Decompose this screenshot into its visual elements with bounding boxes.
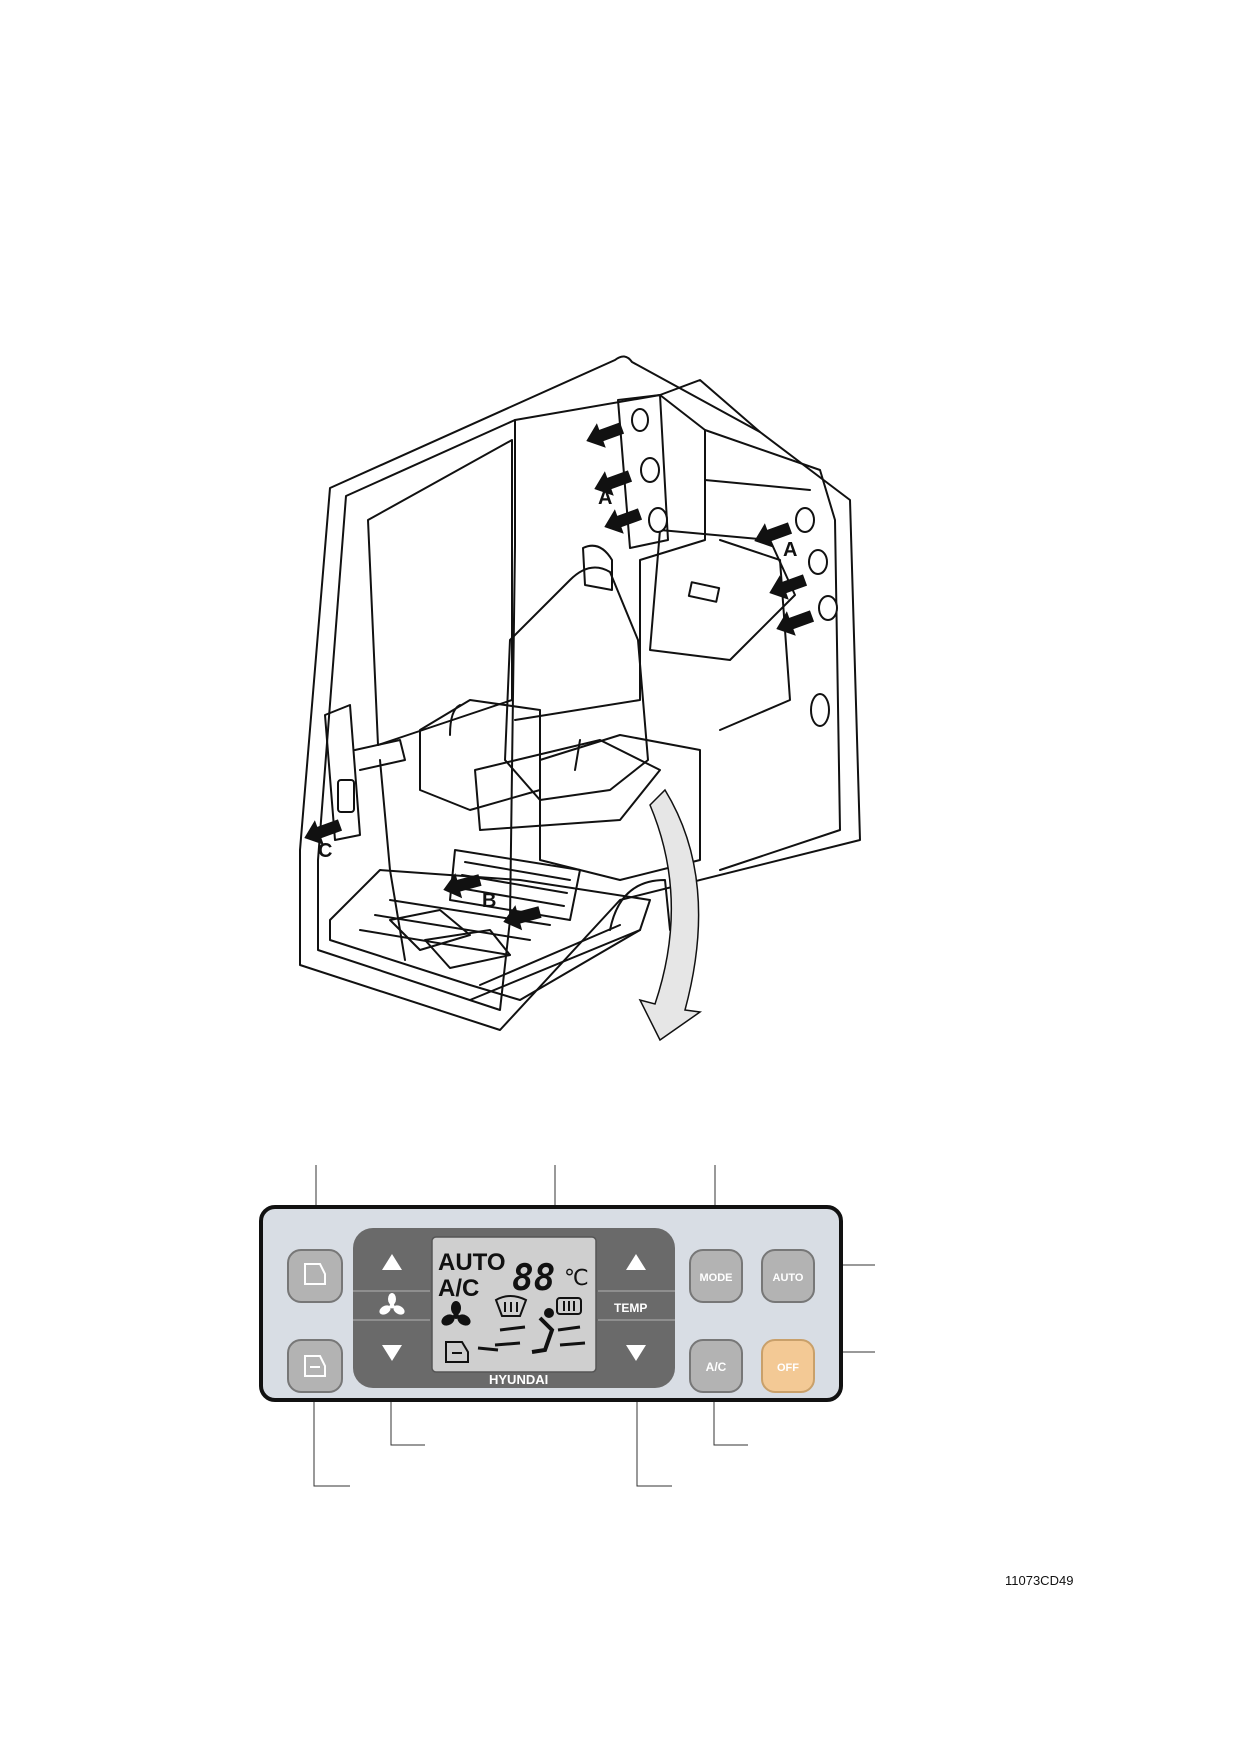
fresh-air-button[interactable]: [287, 1249, 343, 1303]
right-control-box: [539, 734, 701, 881]
airflow-arrow-a5: [769, 574, 808, 600]
label-a-top: A: [598, 487, 612, 509]
temp-label: TEMP: [614, 1301, 647, 1315]
vent-a4: [795, 507, 815, 533]
vent-a6: [818, 595, 838, 621]
mode-button-label: MODE: [700, 1272, 733, 1284]
leader-recirc: [313, 1380, 350, 1487]
ac-button[interactable]: [689, 1339, 743, 1393]
fan-down-icon[interactable]: [382, 1345, 402, 1361]
defrost-front-icon: [494, 1295, 528, 1317]
temp-up-icon[interactable]: [626, 1254, 646, 1270]
lcd-temp-unit: ℃: [564, 1266, 589, 1291]
airflow-arrow-a1: [586, 422, 625, 448]
airflow-arrow-a6: [776, 610, 815, 636]
defrost-rear-icon: [556, 1297, 582, 1315]
leader-temp-down: [636, 1380, 672, 1487]
right-wall: [704, 429, 841, 871]
operator-seat: [504, 566, 649, 801]
lcd-display: [431, 1236, 597, 1373]
vent-a2: [640, 457, 660, 483]
lcd-ac: A/C: [438, 1275, 479, 1302]
front-window: [367, 439, 513, 746]
duct-column: [617, 394, 669, 549]
cab-outer-shell: [299, 355, 861, 1031]
travel-pedals: [389, 909, 511, 969]
label-b: B: [482, 890, 496, 912]
label-c: C: [318, 840, 332, 862]
safety-bar: [609, 879, 671, 931]
off-button-label: OFF: [777, 1362, 799, 1374]
cab-illustration: A A B C: [299, 355, 861, 1042]
temp-down-icon[interactable]: [626, 1345, 646, 1361]
panel-callout-arrow: [638, 788, 703, 1042]
off-button[interactable]: [761, 1339, 815, 1393]
airflow-arrow-c: [304, 819, 343, 845]
lcd-auto: AUTO: [438, 1249, 506, 1276]
fan-speed-icon: [379, 1293, 405, 1315]
cab-inner-shell: [317, 419, 516, 1011]
fresh-air-icon: [304, 1263, 326, 1285]
airflow-arrow-a3: [604, 508, 643, 534]
figure-id: 11073CD49: [1005, 1573, 1074, 1588]
auto-button-label: AUTO: [773, 1272, 804, 1284]
auto-button[interactable]: [761, 1249, 815, 1303]
ac-button-label: A/C: [706, 1360, 727, 1374]
vent-c: [337, 779, 355, 813]
vent-a1: [631, 408, 649, 432]
rear-console: [649, 529, 796, 661]
brand-label: HYUNDAI: [489, 1372, 548, 1387]
vent-mode-icon: [477, 1308, 586, 1354]
lcd-temp-digits: 88: [512, 1258, 555, 1299]
vent-a5: [808, 549, 828, 575]
airflow-arrow-a4: [754, 522, 793, 548]
fan-up-icon[interactable]: [382, 1254, 402, 1270]
door-handle: [810, 693, 830, 727]
vent-a3: [648, 507, 668, 533]
mode-button[interactable]: [689, 1249, 743, 1303]
recirculation-icon: [304, 1355, 326, 1377]
airflow-arrow-b1: [443, 873, 482, 899]
airflow-arrow-a2: [594, 470, 633, 496]
left-pillar-box: [324, 704, 361, 841]
recirculation-lcd-icon: [445, 1341, 469, 1363]
label-a-right: A: [783, 539, 797, 561]
airflow-arrow-b2: [503, 905, 542, 931]
fan-icon: [441, 1301, 471, 1326]
